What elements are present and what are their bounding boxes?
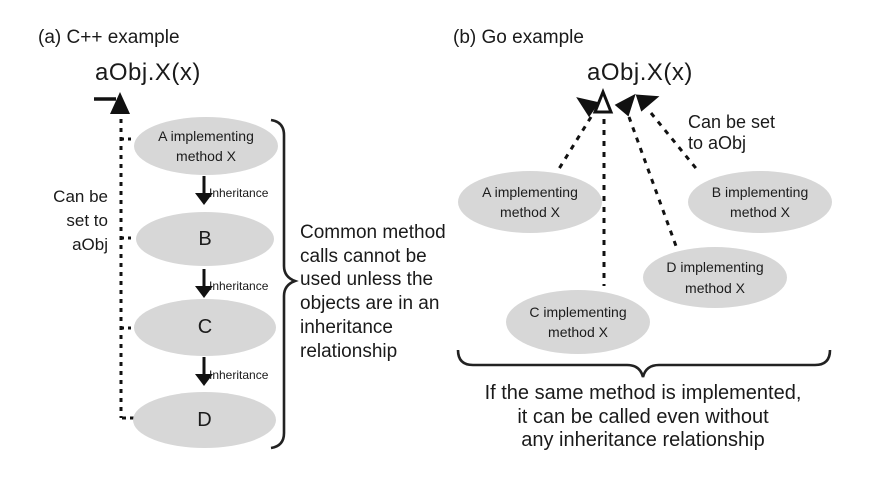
b-node-B: B implementing method X bbox=[688, 171, 832, 233]
a-inheritance-label-1: Inheritance bbox=[209, 186, 269, 200]
b-node-D-label: D implementing method X bbox=[666, 259, 764, 296]
b-node-B-label: B implementing method X bbox=[711, 183, 809, 220]
a-inheritance-label-2: Inheritance bbox=[209, 279, 269, 293]
b-brace-note: If the same method is implemented, it ca… bbox=[484, 382, 802, 451]
a-brace-note: Common method calls cannot be used unles… bbox=[300, 222, 446, 362]
a-inheritance-label-3: Inheritance bbox=[209, 368, 269, 382]
a-node-A-label: A implementing method X bbox=[158, 127, 254, 164]
a-up-arrowhead bbox=[110, 92, 130, 114]
a-group-brace bbox=[270, 118, 299, 450]
b-node-C-label: C implementing method X bbox=[529, 303, 627, 340]
a-can-be-set-note: Can be set to aObj bbox=[53, 187, 108, 254]
b-node-A: A implementing method X bbox=[458, 171, 602, 233]
a-node-B: B bbox=[136, 212, 274, 266]
a-node-D: D bbox=[133, 392, 276, 448]
b-method-call-label: aObj.X(x) bbox=[587, 59, 693, 86]
a-node-C-label: C bbox=[197, 316, 213, 338]
figure-a-title: (a) C++ example bbox=[38, 27, 180, 48]
a-node-C: C bbox=[134, 299, 276, 356]
b-node-C: C implementing method X bbox=[506, 290, 650, 354]
a-node-B-label: B bbox=[198, 227, 212, 250]
a-method-call-label: aObj.X(x) bbox=[95, 59, 201, 86]
b-arrowhead-cluster bbox=[576, 87, 660, 118]
a-node-A: A implementing method X bbox=[134, 117, 278, 175]
b-group-brace bbox=[456, 349, 832, 378]
a-node-D-label: D bbox=[197, 408, 212, 431]
b-can-be-set-note: Can be set to aObj bbox=[688, 112, 776, 153]
b-node-A-label: A implementing method X bbox=[482, 183, 578, 220]
b-node-D: D implementing method X bbox=[643, 247, 787, 308]
figure-b-title: (b) Go example bbox=[453, 27, 584, 48]
